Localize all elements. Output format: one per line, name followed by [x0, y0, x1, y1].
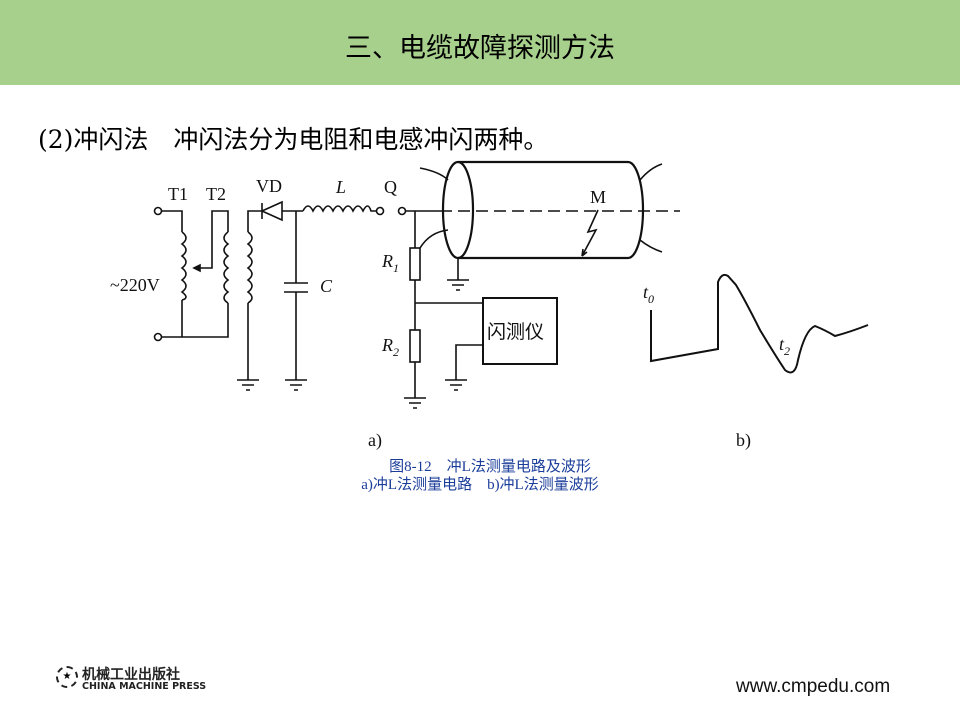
label-vd: VD: [256, 176, 282, 196]
title-bar: 三、电缆故障探测方法: [0, 0, 960, 85]
gear-emblem-icon: ★: [56, 666, 78, 688]
diode: [260, 200, 303, 222]
label-220v: ~220V: [110, 275, 160, 295]
slide-subtitle: (2)冲闪法 冲闪法分为电阻和电感冲闪两种。: [38, 125, 549, 154]
label-r2: R2: [381, 335, 399, 359]
terminal-bottom: [153, 332, 163, 342]
ground-symbols: [237, 279, 469, 409]
inductor: [302, 205, 376, 213]
website-url[interactable]: www.cmpedu.com: [736, 676, 891, 697]
terminal-top: [153, 206, 163, 216]
label-r1: R1: [381, 251, 399, 275]
waveform: [650, 273, 869, 374]
fault-lightning-icon: [581, 209, 599, 257]
capacitor: [284, 211, 308, 380]
slide-title: 三、电缆故障探测方法: [345, 33, 615, 64]
t2-secondary: [246, 231, 253, 304]
label-t2: T2: [206, 184, 226, 204]
label-a: a): [368, 430, 382, 451]
figure-caption-line1: 图8-12 冲L法测量电路及波形: [389, 459, 591, 475]
cable: [441, 160, 645, 260]
figure-caption-line2: a)冲L法测量电路 b)冲L法测量波形: [361, 477, 599, 493]
label-b: b): [736, 430, 751, 451]
resistor-r1: [409, 247, 421, 281]
label-m: M: [590, 187, 606, 207]
label-t1: T1: [168, 184, 188, 204]
flash-tester-box: [482, 297, 558, 365]
resistor-r2: [409, 329, 421, 363]
label-q: Q: [384, 177, 397, 197]
label-t0: t0: [643, 282, 654, 306]
label-c: C: [320, 276, 333, 296]
label-t2-wave: t2: [779, 334, 790, 358]
label-flash-tester: 闪测仪: [487, 321, 544, 343]
label-l: L: [335, 177, 346, 197]
t2-primary: [223, 231, 230, 304]
t1-coil: [180, 231, 187, 301]
